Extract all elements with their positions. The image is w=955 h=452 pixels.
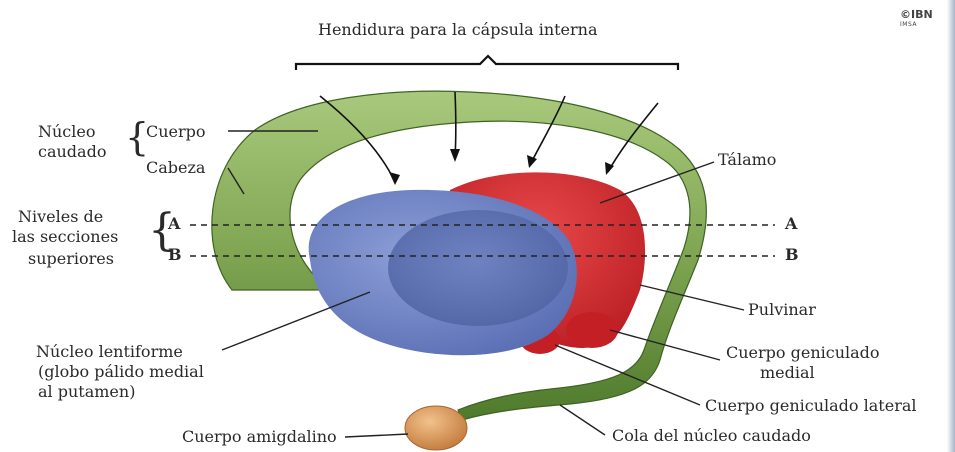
level-b-left-label: B (168, 245, 182, 264)
levels-group-line-1: Niveles de (18, 207, 103, 226)
caudate-head-label: Cabeza (146, 158, 205, 177)
lentiform-label-line-3: al putamen) (38, 382, 135, 401)
lentiform-label-line-2: (globo pálido medial (38, 362, 204, 381)
logo-subtext: IMSA (900, 21, 940, 28)
globus-pallidus-shape (388, 210, 568, 326)
publisher-logo: ©IBN IMSA (900, 8, 940, 34)
levels-group-line-3: superiores (28, 249, 114, 268)
medial-geniculate-label-line-1: Cuerpo geniculado (726, 343, 880, 362)
internal-capsule-bracket (296, 56, 678, 70)
logo-text: ©IBN (900, 8, 933, 21)
amygdala-shape (405, 406, 467, 450)
right-edge-shadow (947, 0, 955, 452)
caudate-tail-label: Cola del núcleo caudado (612, 426, 811, 445)
thalamus-label: Tálamo (718, 150, 776, 169)
level-a-left-label: A (168, 214, 180, 233)
lateral-geniculate-label: Cuerpo geniculado lateral (705, 396, 917, 415)
levels-group-line-2: las secciones (12, 227, 118, 246)
level-a-right-label: A (785, 214, 797, 233)
internal-capsule-label: Hendidura para la cápsula interna (318, 20, 598, 39)
pulvinar-label: Pulvinar (748, 300, 816, 319)
caudate-group-line-1: Núcleo (38, 122, 95, 141)
level-b-right-label: B (785, 245, 799, 264)
amygdala-label: Cuerpo amigdalino (182, 427, 337, 446)
caudate-group-line-2: caudado (38, 142, 106, 161)
lentiform-label-line-1: Núcleo lentiforme (36, 342, 183, 361)
caudate-body-label: Cuerpo (146, 122, 206, 141)
medial-geniculate-label-line-2: medial (760, 363, 815, 382)
